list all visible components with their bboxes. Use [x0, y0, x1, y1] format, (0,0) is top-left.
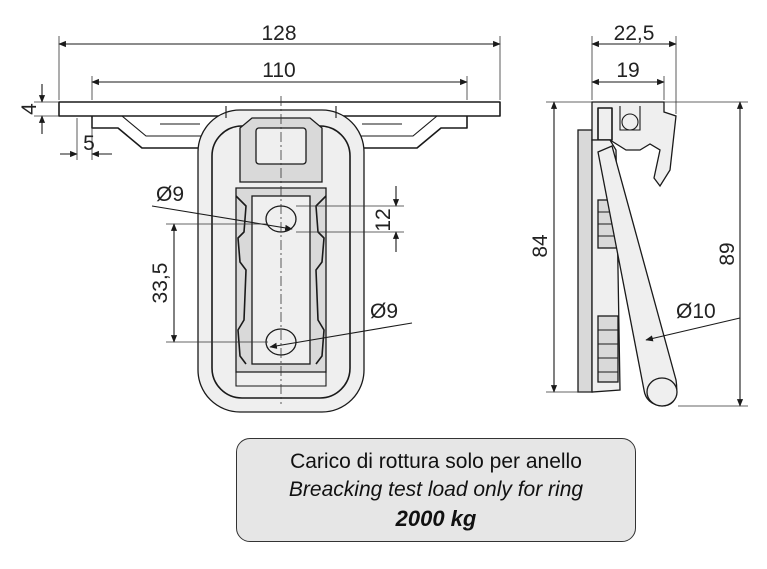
dim-33-5: 33,5: [149, 263, 172, 304]
front-dimensions: 128 110 4 5 Ø9 12 33,5 Ø9: [18, 22, 501, 349]
ring-plate-left-profile: [235, 195, 247, 365]
note-english: Breacking test load only for ring: [288, 478, 584, 501]
side-dimensions: 22,5 19 84 89 Ø10: [529, 22, 748, 407]
front-flange-right-ear: [352, 116, 468, 149]
side-view: [577, 101, 678, 407]
dim-22-5: 22,5: [614, 22, 655, 45]
note-italian: Carico di rottura solo per anello: [290, 450, 582, 473]
dim-110: 110: [262, 59, 295, 82]
side-back-plate: [577, 129, 593, 393]
side-top-block: [591, 101, 677, 188]
side-ring-end: [646, 377, 678, 407]
load-note-box: Carico di rottura solo per anello Breack…: [236, 438, 636, 542]
dim-ring-diameter: Ø10: [676, 300, 716, 323]
dim-128: 128: [261, 22, 296, 45]
front-view: [58, 96, 501, 413]
dim-4: 4: [18, 103, 41, 115]
dim-hole-top: Ø9: [156, 183, 184, 206]
dim-19: 19: [616, 59, 639, 82]
dim-5: 5: [83, 132, 95, 155]
dim-89: 89: [716, 242, 739, 265]
front-flange-left-inner: [121, 115, 210, 137]
dim-84: 84: [529, 234, 552, 258]
dim-12: 12: [372, 208, 395, 231]
front-flange-left-ear: [91, 116, 210, 149]
side-bracket-lower: [597, 315, 619, 383]
front-flange-right-inner: [352, 115, 438, 137]
note-load-value: 2000 kg: [395, 506, 477, 531]
ring-plate-right-profile: [315, 195, 327, 365]
dim-hole-bottom: Ø9: [370, 300, 398, 323]
